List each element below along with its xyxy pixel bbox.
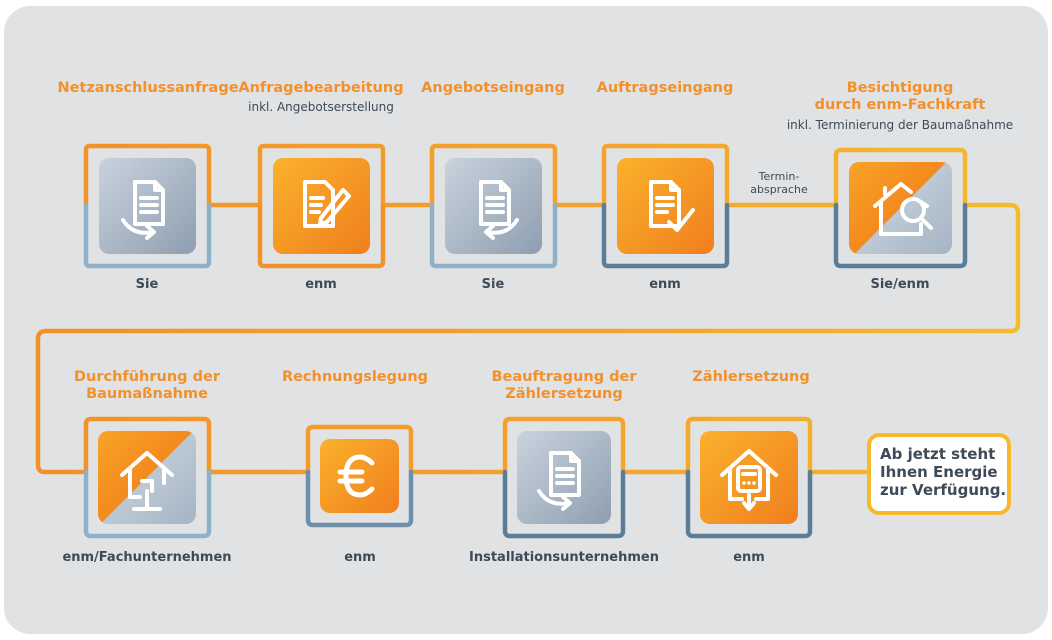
step-title-beauftragung: Beauftragung der Zählersetzung — [464, 369, 664, 403]
step-title-besichtigung-line1: Besichtigung — [846, 80, 954, 96]
note-line1: Termin- — [758, 170, 800, 183]
step-title-rechnungslegung: Rechnungslegung — [281, 369, 429, 385]
step-actor-besichtigung: Sie/enm — [870, 277, 930, 292]
step-actor-angebotseingang: Sie — [481, 277, 505, 292]
step-tile-durchfuehrung — [98, 431, 196, 524]
final-line2: Ihnen Energie — [880, 463, 998, 481]
house-inspection-icon — [873, 182, 933, 236]
step-tile-anfragebearbeitung — [273, 158, 370, 254]
step-actor-beauftragung: Installationsunternehmen — [469, 550, 659, 565]
step-title-beauftragung-line2: Zählersetzung — [505, 386, 623, 402]
step-actor-anfragebearbeitung: enm — [305, 277, 337, 292]
euro-icon — [337, 454, 375, 498]
step-title-angebotseingang: Angebotseingang — [421, 80, 565, 96]
note-line2: absprache — [750, 183, 808, 196]
step-tile-besichtigung — [849, 162, 952, 254]
step-actor-durchfuehrung: enm/Fachunternehmen — [62, 550, 232, 565]
step-subtitle-besichtigung: inkl. Terminierung der Baumaßnahme — [786, 118, 1014, 132]
step-actor-rechnungslegung: enm — [344, 550, 376, 565]
final-message-box: Ab jetzt steht Ihnen Energie zur Verfügu… — [867, 433, 1011, 515]
document-edit-icon — [303, 180, 351, 228]
step-title-auftragseingang: Auftragseingang — [596, 80, 734, 96]
step-actor-auftragseingang: enm — [649, 277, 681, 292]
step-title-anfragebearbeitung: Anfragebearbeitung — [238, 80, 404, 96]
step-tile-beauftragung — [517, 431, 611, 524]
final-line1: Ab jetzt steht — [880, 445, 996, 463]
step-title-beauftragung-line1: Beauftragung der — [491, 369, 637, 385]
document-send-icon — [537, 451, 581, 511]
step-title-besichtigung: Besichtigung durch enm-Fachkraft — [780, 80, 1020, 114]
house-meter-icon — [720, 449, 778, 511]
step-actor-zaehlersetzung: enm — [733, 550, 765, 565]
step-subtitle-anfragebearbeitung: inkl. Angebotserstellung — [248, 100, 394, 114]
step-tile-angebotseingang — [445, 158, 542, 254]
document-send-icon — [121, 180, 165, 240]
step-tile-netzanschlussanfrage — [99, 158, 196, 254]
step-title-durchfuehrung-line2: Baumaßnahme — [86, 386, 208, 402]
step-title-zaehlersetzung: Zählersetzung — [692, 369, 810, 385]
diagram-panel — [4, 6, 1048, 634]
step-actor-netzanschlussanfrage: Sie — [135, 277, 159, 292]
step-tile-rechnungslegung — [320, 439, 399, 513]
final-line3: zur Verfügung. — [880, 481, 1007, 499]
step-title-durchfuehrung-line1: Durchführung der — [74, 369, 220, 385]
document-receive-icon — [479, 180, 519, 240]
step-tile-auftragseingang — [617, 158, 714, 254]
termin-absprache-note: Termin- absprache — [738, 170, 820, 196]
step-title-besichtigung-line2: durch enm-Fachkraft — [814, 97, 986, 113]
step-title-netzanschlussanfrage: Netzanschlussanfrage — [57, 80, 239, 96]
document-check-icon — [649, 180, 695, 232]
step-title-durchfuehrung: Durchführung der Baumaßnahme — [47, 369, 247, 403]
house-connection-icon — [120, 451, 174, 511]
step-tile-zaehlersetzung — [700, 431, 798, 524]
